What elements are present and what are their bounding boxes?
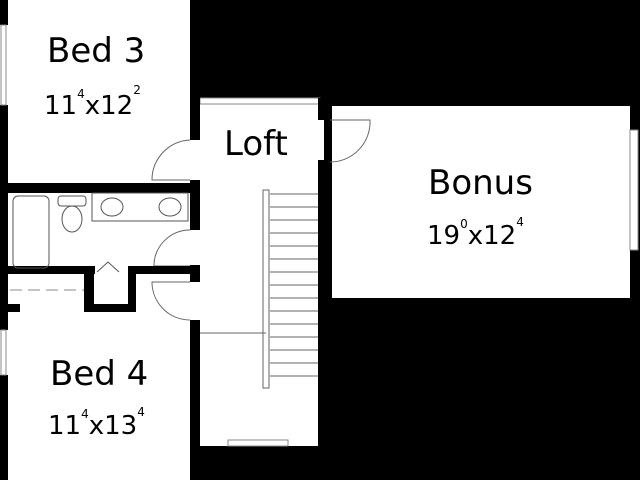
wall xyxy=(0,105,8,330)
bed3-dimensions: 114x122 xyxy=(44,83,141,121)
staircase xyxy=(200,189,318,389)
bonus-dimensions: 190x124 xyxy=(427,215,524,251)
exterior-top-right xyxy=(200,0,640,98)
bonus-window xyxy=(629,129,639,251)
bed4-dimensions: 114x134 xyxy=(48,405,145,441)
wall xyxy=(318,98,330,120)
window xyxy=(0,329,7,376)
exterior-bottom-right xyxy=(328,304,640,480)
door-swing xyxy=(329,119,371,163)
attic-access xyxy=(96,261,120,273)
wall xyxy=(128,266,136,312)
bed4-label: Bed 4 xyxy=(50,354,148,394)
wall xyxy=(190,180,200,230)
door-swing xyxy=(151,281,191,321)
wall xyxy=(190,0,200,140)
wall xyxy=(128,266,198,274)
wall xyxy=(84,304,136,312)
vanity xyxy=(91,192,189,222)
wall xyxy=(0,304,20,312)
exterior-bottom-strip xyxy=(200,446,330,480)
wall xyxy=(0,0,8,25)
toilet-bowl xyxy=(61,205,83,233)
wall xyxy=(0,266,95,274)
door-swing xyxy=(151,139,191,181)
wall xyxy=(0,375,8,480)
sink xyxy=(158,197,182,217)
loft-bottom-window xyxy=(227,439,289,447)
wall xyxy=(190,320,200,480)
bed3-label: Bed 3 xyxy=(47,31,145,71)
loft-window xyxy=(199,97,321,105)
wall xyxy=(0,183,200,193)
loft-label: Loft xyxy=(224,124,288,164)
bonus-label: Bonus xyxy=(428,163,533,203)
bathtub xyxy=(12,195,50,269)
wall xyxy=(318,160,330,448)
wall xyxy=(84,266,94,312)
sink xyxy=(100,197,124,217)
window xyxy=(0,24,7,106)
door-swing xyxy=(153,229,191,267)
toilet-tank xyxy=(57,195,87,207)
